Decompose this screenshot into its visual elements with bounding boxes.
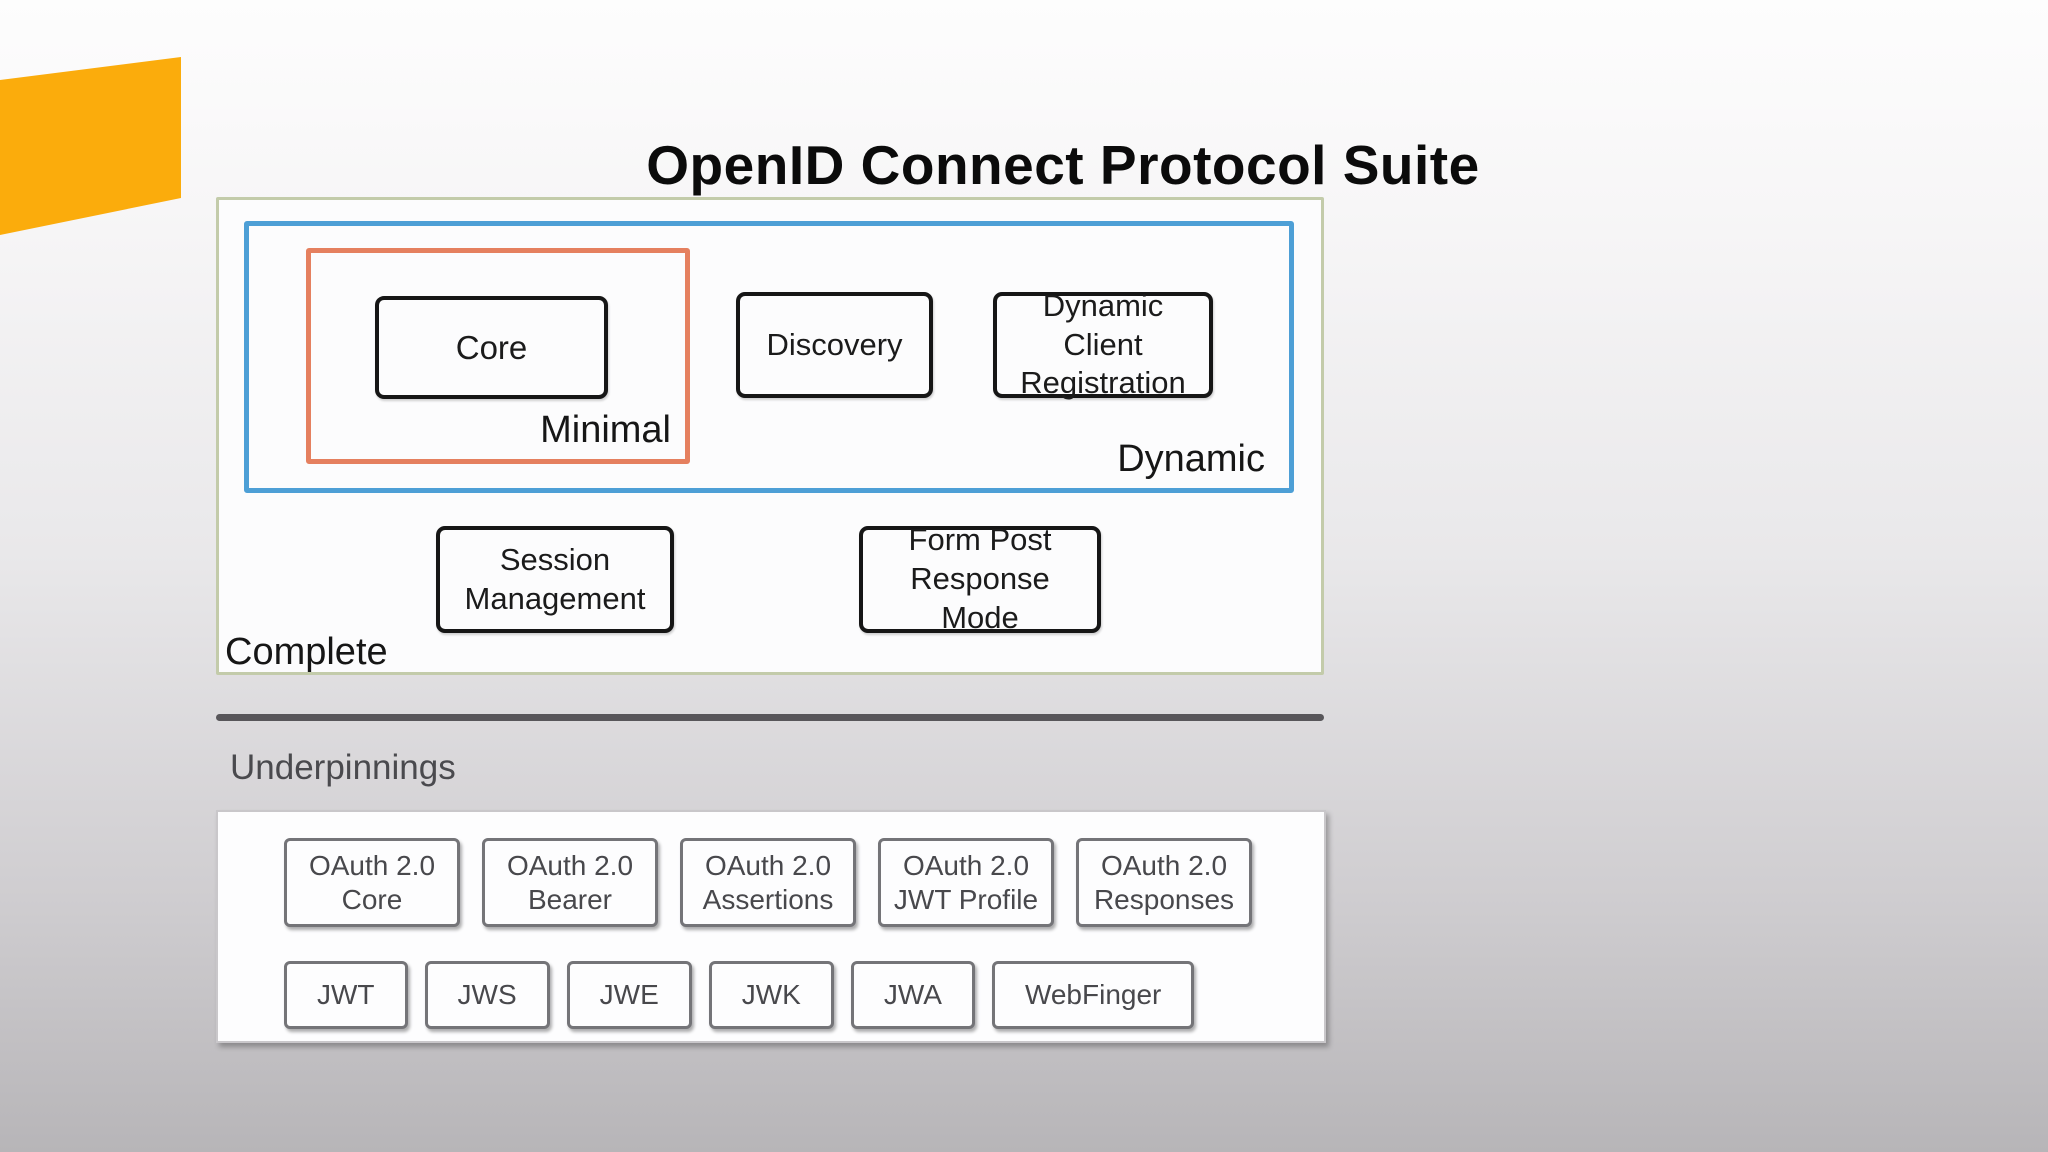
underpinning-item: JWK (708, 961, 834, 1029)
spec-box-dynamic-client-registration: Dynamic Client Registration (993, 288, 1213, 400)
region-minimal-label: Minimal (540, 409, 671, 451)
underpinning-item: JWE (566, 961, 692, 1029)
underpinnings-jose-row: JWT JWS JWE JWK JWA WebFinger (284, 961, 1195, 1029)
spec-box-discovery: Discovery (736, 292, 933, 398)
spec-box-form-post-response-mode: Form Post Response Mode (859, 522, 1101, 635)
underpinning-item: WebFinger (991, 961, 1195, 1029)
underpinning-item: OAuth 2.0 Bearer (482, 838, 658, 927)
underpinning-item: OAuth 2.0 Responses (1076, 838, 1252, 927)
section-divider (216, 714, 1324, 721)
underpinnings-panel: OAuth 2.0 Core OAuth 2.0 Bearer OAuth 2.… (216, 810, 1326, 1043)
underpinning-item: OAuth 2.0 Core (284, 838, 460, 927)
underpinning-item: JWT (284, 961, 408, 1029)
page-title: OpenID Connect Protocol Suite (646, 133, 1480, 196)
region-dynamic: Dynamic (244, 221, 1294, 493)
brand-accent-shape (0, 57, 181, 235)
underpinning-item: OAuth 2.0 Assertions (680, 838, 856, 927)
spec-box-session-management: Session Management (436, 526, 674, 633)
underpinnings-heading: Underpinnings (230, 748, 456, 787)
underpinning-item: OAuth 2.0 JWT Profile (878, 838, 1054, 927)
underpinning-item: JWS (424, 961, 550, 1029)
underpinnings-oauth-row: OAuth 2.0 Core OAuth 2.0 Bearer OAuth 2.… (284, 838, 1252, 927)
region-complete-label: Complete (225, 631, 388, 673)
underpinning-item: JWA (850, 961, 975, 1029)
spec-box-core: Core (375, 296, 608, 399)
region-minimal: Minimal (306, 248, 690, 464)
region-dynamic-label: Dynamic (1117, 438, 1265, 480)
region-complete: Complete (216, 197, 1324, 675)
